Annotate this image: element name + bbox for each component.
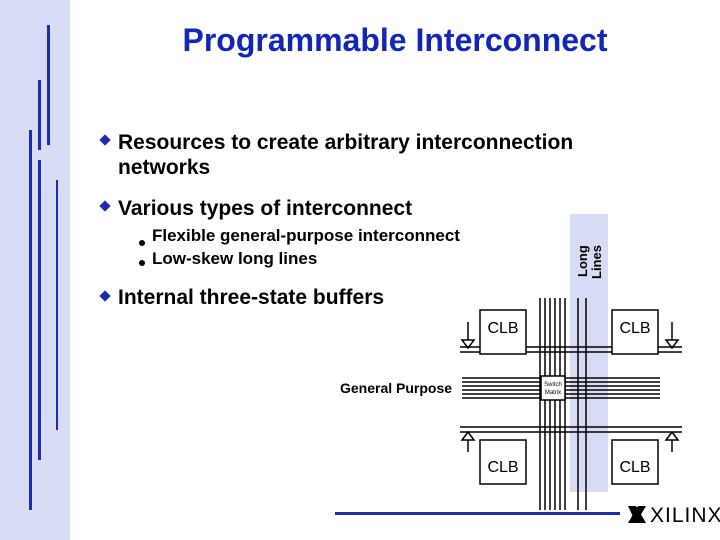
left-sidebar-band — [0, 0, 70, 540]
tristate-buffer-icon — [664, 430, 680, 452]
decor-line — [47, 25, 50, 145]
bullet-1-line-2: networks — [118, 156, 211, 179]
switch-matrix-box — [540, 375, 566, 401]
sub-bullet-dot-icon — [139, 260, 145, 266]
switch-matrix-label-2: Matrix — [545, 390, 561, 396]
general-purpose-label: General Purpose — [340, 380, 453, 396]
switch-matrix-label-1: Switch — [544, 382, 562, 388]
sub-bullet-1: Flexible general-purpose interconnect — [152, 226, 460, 245]
clb-label-bottom-right: CLB — [613, 458, 657, 478]
bullet-2-line-1: Various types of interconnect — [118, 197, 413, 220]
long-lines-label-1: Long — [575, 245, 590, 277]
footer-rule — [335, 512, 620, 515]
vertical-routing-lines — [539, 298, 587, 510]
bullet-3-line-1: Internal three-state buffers — [118, 286, 385, 309]
xilinx-logo-text: XILINX — [650, 504, 720, 527]
long-lines-band — [570, 214, 608, 492]
clb-label-top-right: CLB — [613, 319, 657, 339]
clb-label-bottom-left: CLB — [481, 458, 525, 478]
page-title: Programmable Interconnect — [182, 22, 608, 58]
clb-label-top-left: CLB — [481, 319, 525, 339]
tristate-buffer-icon — [460, 322, 476, 350]
bullet-1-line-1: Resources to create arbitrary interconne… — [118, 131, 574, 154]
tristate-buffer-icon — [460, 430, 476, 452]
decor-line — [56, 180, 58, 430]
tristate-buffer-icon — [664, 322, 680, 350]
decor-line — [38, 80, 41, 150]
long-lines-label-2: Lines — [589, 245, 604, 279]
sub-bullet-dot-icon — [139, 240, 145, 246]
sub-bullet-2: Low-skew long lines — [152, 249, 318, 268]
xilinx-logo-icon — [628, 506, 646, 523]
decor-line — [29, 130, 32, 510]
decor-line — [38, 160, 41, 460]
